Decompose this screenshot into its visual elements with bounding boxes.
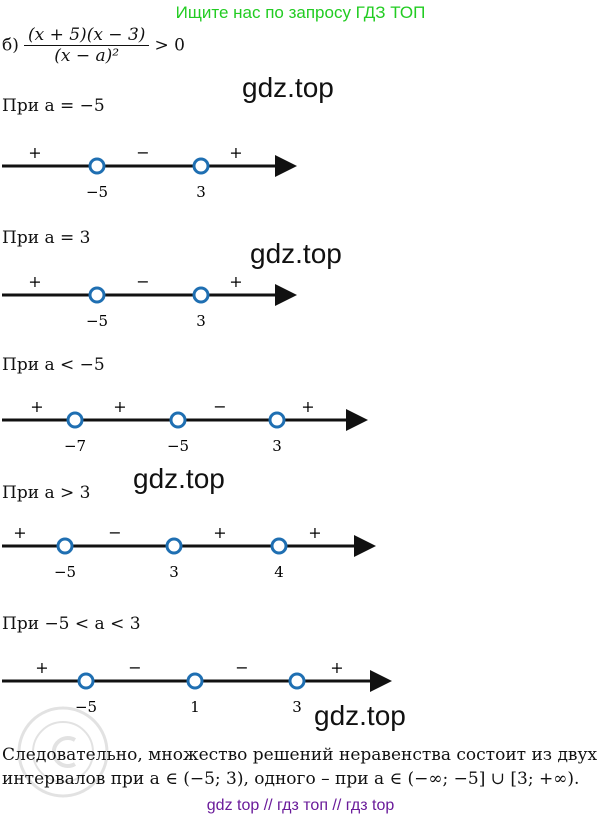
axis-arrow-icon — [346, 409, 368, 431]
point-label: −5 — [75, 698, 97, 716]
interval-sign: + — [330, 658, 343, 677]
point-label: 4 — [274, 563, 284, 581]
point-label: −5 — [86, 183, 108, 201]
interval-sign: − — [136, 272, 149, 291]
open-point — [88, 157, 106, 175]
point-label: 3 — [272, 437, 282, 455]
open-point — [288, 672, 306, 690]
fraction-numerator: (x + 5)(x − 3) — [23, 25, 150, 46]
point-label: 3 — [292, 698, 302, 716]
interval-sign: + — [213, 523, 226, 542]
search-banner: Ищите нас по запросу ГДЗ ТОП — [175, 3, 426, 22]
open-point — [165, 537, 183, 555]
problem-statement: б) (x + 5)(x − 3) (x − a)² > 0 — [2, 25, 185, 66]
interval-sign: + — [113, 397, 126, 416]
interval-sign: + — [308, 523, 321, 542]
interval-sign: − — [213, 397, 226, 416]
interval-sign: − — [235, 658, 248, 677]
open-point — [186, 672, 204, 690]
case-title: При a = 3 — [2, 228, 91, 248]
case-title: При a = −5 — [2, 96, 105, 116]
case-title: При a > 3 — [2, 483, 91, 503]
interval-sign: + — [35, 658, 48, 677]
axis-arrow-icon — [370, 670, 392, 692]
conclusion: Следовательно, множество решений неравен… — [2, 743, 597, 791]
interval-sign: + — [28, 272, 41, 291]
interval-sign: − — [136, 143, 149, 162]
open-point — [192, 286, 210, 304]
interval-sign: + — [229, 143, 242, 162]
watermark: gdz.top — [314, 700, 406, 731]
point-label: −5 — [167, 437, 189, 455]
point-label: 3 — [196, 312, 206, 330]
case-title: При −5 < a < 3 — [2, 614, 141, 634]
open-point — [270, 537, 288, 555]
axis-arrow-icon — [275, 155, 297, 177]
axis-arrow-icon — [275, 284, 297, 306]
conclusion-line: Следовательно, множество решений неравен… — [2, 745, 598, 765]
open-point — [268, 411, 286, 429]
interval-sign: + — [13, 523, 26, 542]
footer-links: gdz top // гдз топ // гдз top — [206, 797, 395, 814]
interval-sign: − — [128, 658, 141, 677]
problem-label: б) — [2, 35, 19, 56]
case-title: При a < −5 — [2, 355, 105, 375]
interval-sign: − — [108, 523, 121, 542]
open-point — [192, 157, 210, 175]
point-label: 1 — [190, 698, 200, 716]
interval-sign: + — [28, 143, 41, 162]
conclusion-line: интервалов при a ∈ (−5; 3), одного – при… — [2, 769, 580, 789]
interval-sign: + — [30, 397, 43, 416]
fraction-denominator: (x − a)² — [54, 46, 120, 66]
point-label: −7 — [64, 437, 86, 455]
watermark: gdz.top — [242, 72, 334, 103]
axis-arrow-icon — [354, 535, 376, 557]
open-point — [66, 411, 84, 429]
interval-sign: + — [229, 272, 242, 291]
inequality-relation: > 0 — [154, 35, 185, 56]
point-label: 3 — [196, 183, 206, 201]
open-point — [56, 537, 74, 555]
stamp-watermark — [17, 706, 109, 798]
point-label: −5 — [54, 563, 76, 581]
inequality-fraction: (x + 5)(x − 3) (x − a)² — [23, 25, 150, 66]
point-label: 3 — [169, 563, 179, 581]
open-point — [77, 672, 95, 690]
point-label: −5 — [86, 312, 108, 330]
open-point — [169, 411, 187, 429]
watermark: gdz.top — [250, 238, 342, 269]
open-point — [88, 286, 106, 304]
interval-sign: + — [301, 397, 314, 416]
watermark: gdz.top — [133, 463, 225, 494]
